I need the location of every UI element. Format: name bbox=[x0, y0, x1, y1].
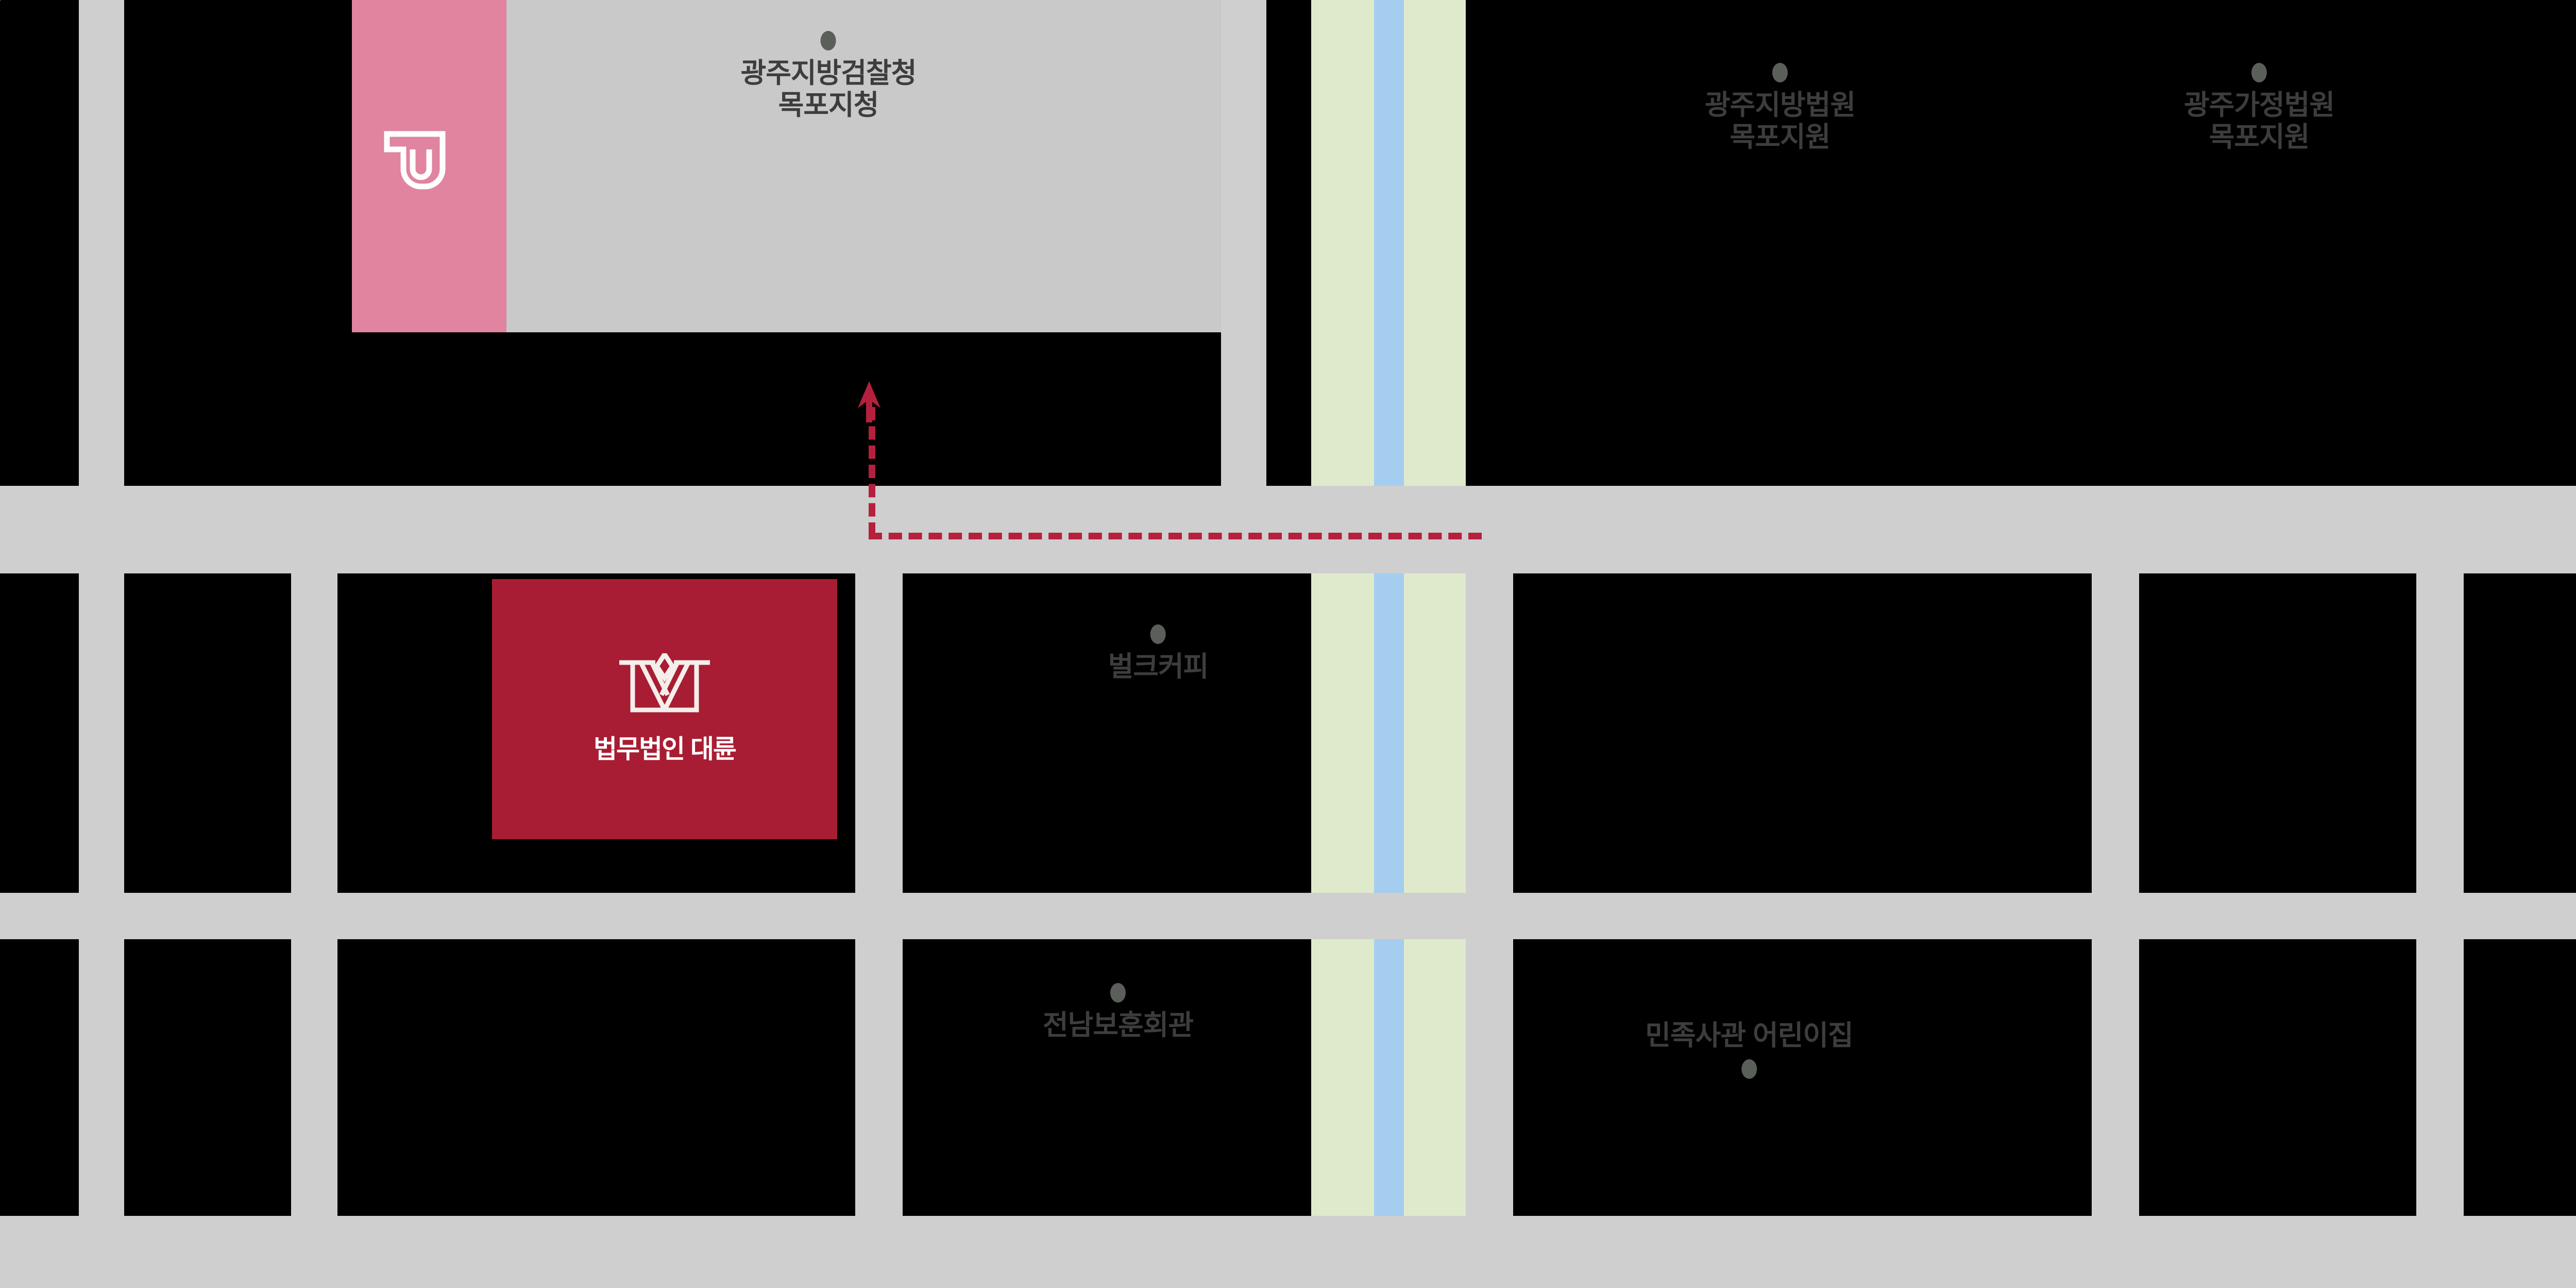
daeryun-crown-logo bbox=[617, 650, 713, 717]
prosecutors-office-block bbox=[506, 0, 1221, 332]
road-vertical-far-west bbox=[79, 0, 124, 1288]
route-arrow-north bbox=[851, 381, 887, 422]
poi-minjoksagwan-daycare[interactable]: 민족사관 어린이집 bbox=[1645, 1020, 1854, 1079]
road-horizontal-north-stub bbox=[0, 0, 1, 1]
destination-marker-daeryun[interactable]: 법무법인 대륜 bbox=[492, 579, 837, 839]
poi-dot-icon bbox=[1772, 63, 1788, 82]
destination-label: 법무법인 대륜 bbox=[594, 734, 737, 764]
river-bank-west-overlay bbox=[1311, 939, 1374, 1216]
road-horizontal-middle bbox=[0, 893, 2576, 939]
road-horizontal-south bbox=[0, 1216, 2576, 1288]
poi-dot-icon bbox=[1741, 1059, 1757, 1079]
road-vertical-far-east bbox=[2092, 573, 2139, 1288]
road-vertical-east bbox=[1466, 573, 1513, 1288]
poi-gwangju-district-prosecutors-mokpo[interactable]: 광주지방검찰청 목포지청 bbox=[741, 31, 917, 121]
poi-label: 광주지방법원 목포지원 bbox=[1704, 90, 1856, 152]
route-dashed-horizontal bbox=[869, 533, 1482, 539]
road-vertical-edge-east bbox=[2416, 573, 2464, 1288]
road-horizontal-main bbox=[0, 486, 2576, 573]
road-vertical-midblock bbox=[1221, 0, 1266, 486]
prosecution-service-emblem bbox=[384, 129, 446, 196]
poi-label: 벌크커피 bbox=[1108, 651, 1209, 682]
poi-label: 광주지방검찰청 목포지청 bbox=[740, 58, 917, 121]
road-vertical-center bbox=[855, 573, 903, 1288]
poi-dot-icon bbox=[2251, 63, 2267, 82]
poi-dot-icon bbox=[1110, 983, 1126, 1003]
poi-dot-icon bbox=[1150, 624, 1166, 644]
river-bank-east-overlay bbox=[1404, 939, 1466, 1216]
road-vertical-west bbox=[291, 573, 337, 1288]
poi-gwangju-family-court-mokpo[interactable]: 광주가정법원 목포지원 bbox=[2183, 63, 2335, 153]
poi-jeonnam-veterans-hall[interactable]: 전남보훈회관 bbox=[1042, 983, 1194, 1042]
poi-label: 전남보훈회관 bbox=[1042, 1010, 1194, 1041]
poi-gwangju-district-court-mokpo[interactable]: 광주지방법원 목포지원 bbox=[1704, 63, 1856, 153]
poi-bulk-coffee[interactable]: 벌크커피 bbox=[1108, 624, 1209, 683]
river-water-overlay bbox=[1374, 939, 1404, 1216]
route-dashed-vertical bbox=[869, 407, 875, 536]
poi-label: 광주가정법원 목포지원 bbox=[2183, 90, 2335, 152]
poi-dot-icon bbox=[820, 31, 836, 50]
poi-label: 민족사관 어린이집 bbox=[1645, 1020, 1853, 1051]
